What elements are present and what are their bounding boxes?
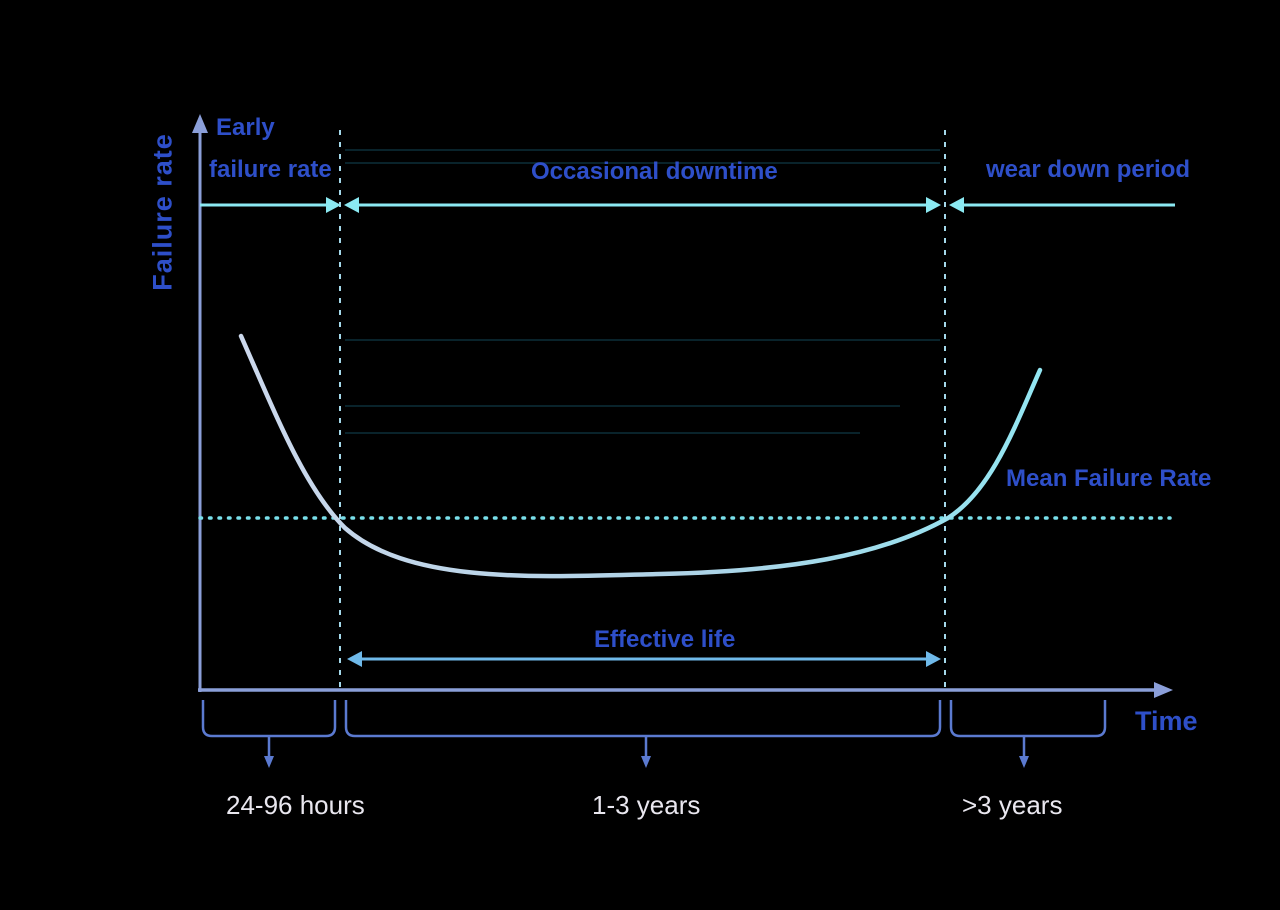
early-period-arrowhead	[326, 197, 341, 213]
duration-late-label: >3 years	[962, 790, 1063, 820]
effective-life-left-arrowhead	[347, 651, 362, 667]
early-failure-label-line2: failure rate	[209, 156, 332, 183]
duration-middle-label: 1-3 years	[592, 790, 701, 820]
y-axis-arrowhead	[192, 114, 208, 133]
bathtub-curve	[238, 333, 1043, 579]
bracket-middle-stem-arrowhead	[641, 756, 651, 768]
wear-period-arrowhead	[949, 197, 964, 213]
wear-down-period-label: wear down period	[986, 156, 1191, 183]
occasional-right-arrowhead	[926, 197, 941, 213]
mean-failure-rate-label: Mean Failure Rate	[1006, 465, 1212, 492]
y-axis-label: Failure rate	[147, 133, 178, 291]
bracket-late	[949, 700, 1107, 738]
occasional-downtime-label: Occasional downtime	[531, 158, 778, 185]
x-axis-label: Time	[1135, 706, 1198, 736]
effective-life-right-arrowhead	[926, 651, 941, 667]
faint-streaks	[345, 149, 940, 434]
bracket-middle	[344, 700, 942, 738]
duration-early-label: 24-96 hours	[226, 790, 365, 820]
bracket-early	[201, 700, 337, 738]
early-failure-label-line1: Early	[216, 114, 275, 141]
x-axis-arrowhead	[1154, 682, 1173, 698]
bracket-early-stem-arrowhead	[264, 756, 274, 768]
bracket-late-stem-arrowhead	[1019, 756, 1029, 768]
effective-life-label: Effective life	[594, 626, 736, 653]
occasional-left-arrowhead	[344, 197, 359, 213]
